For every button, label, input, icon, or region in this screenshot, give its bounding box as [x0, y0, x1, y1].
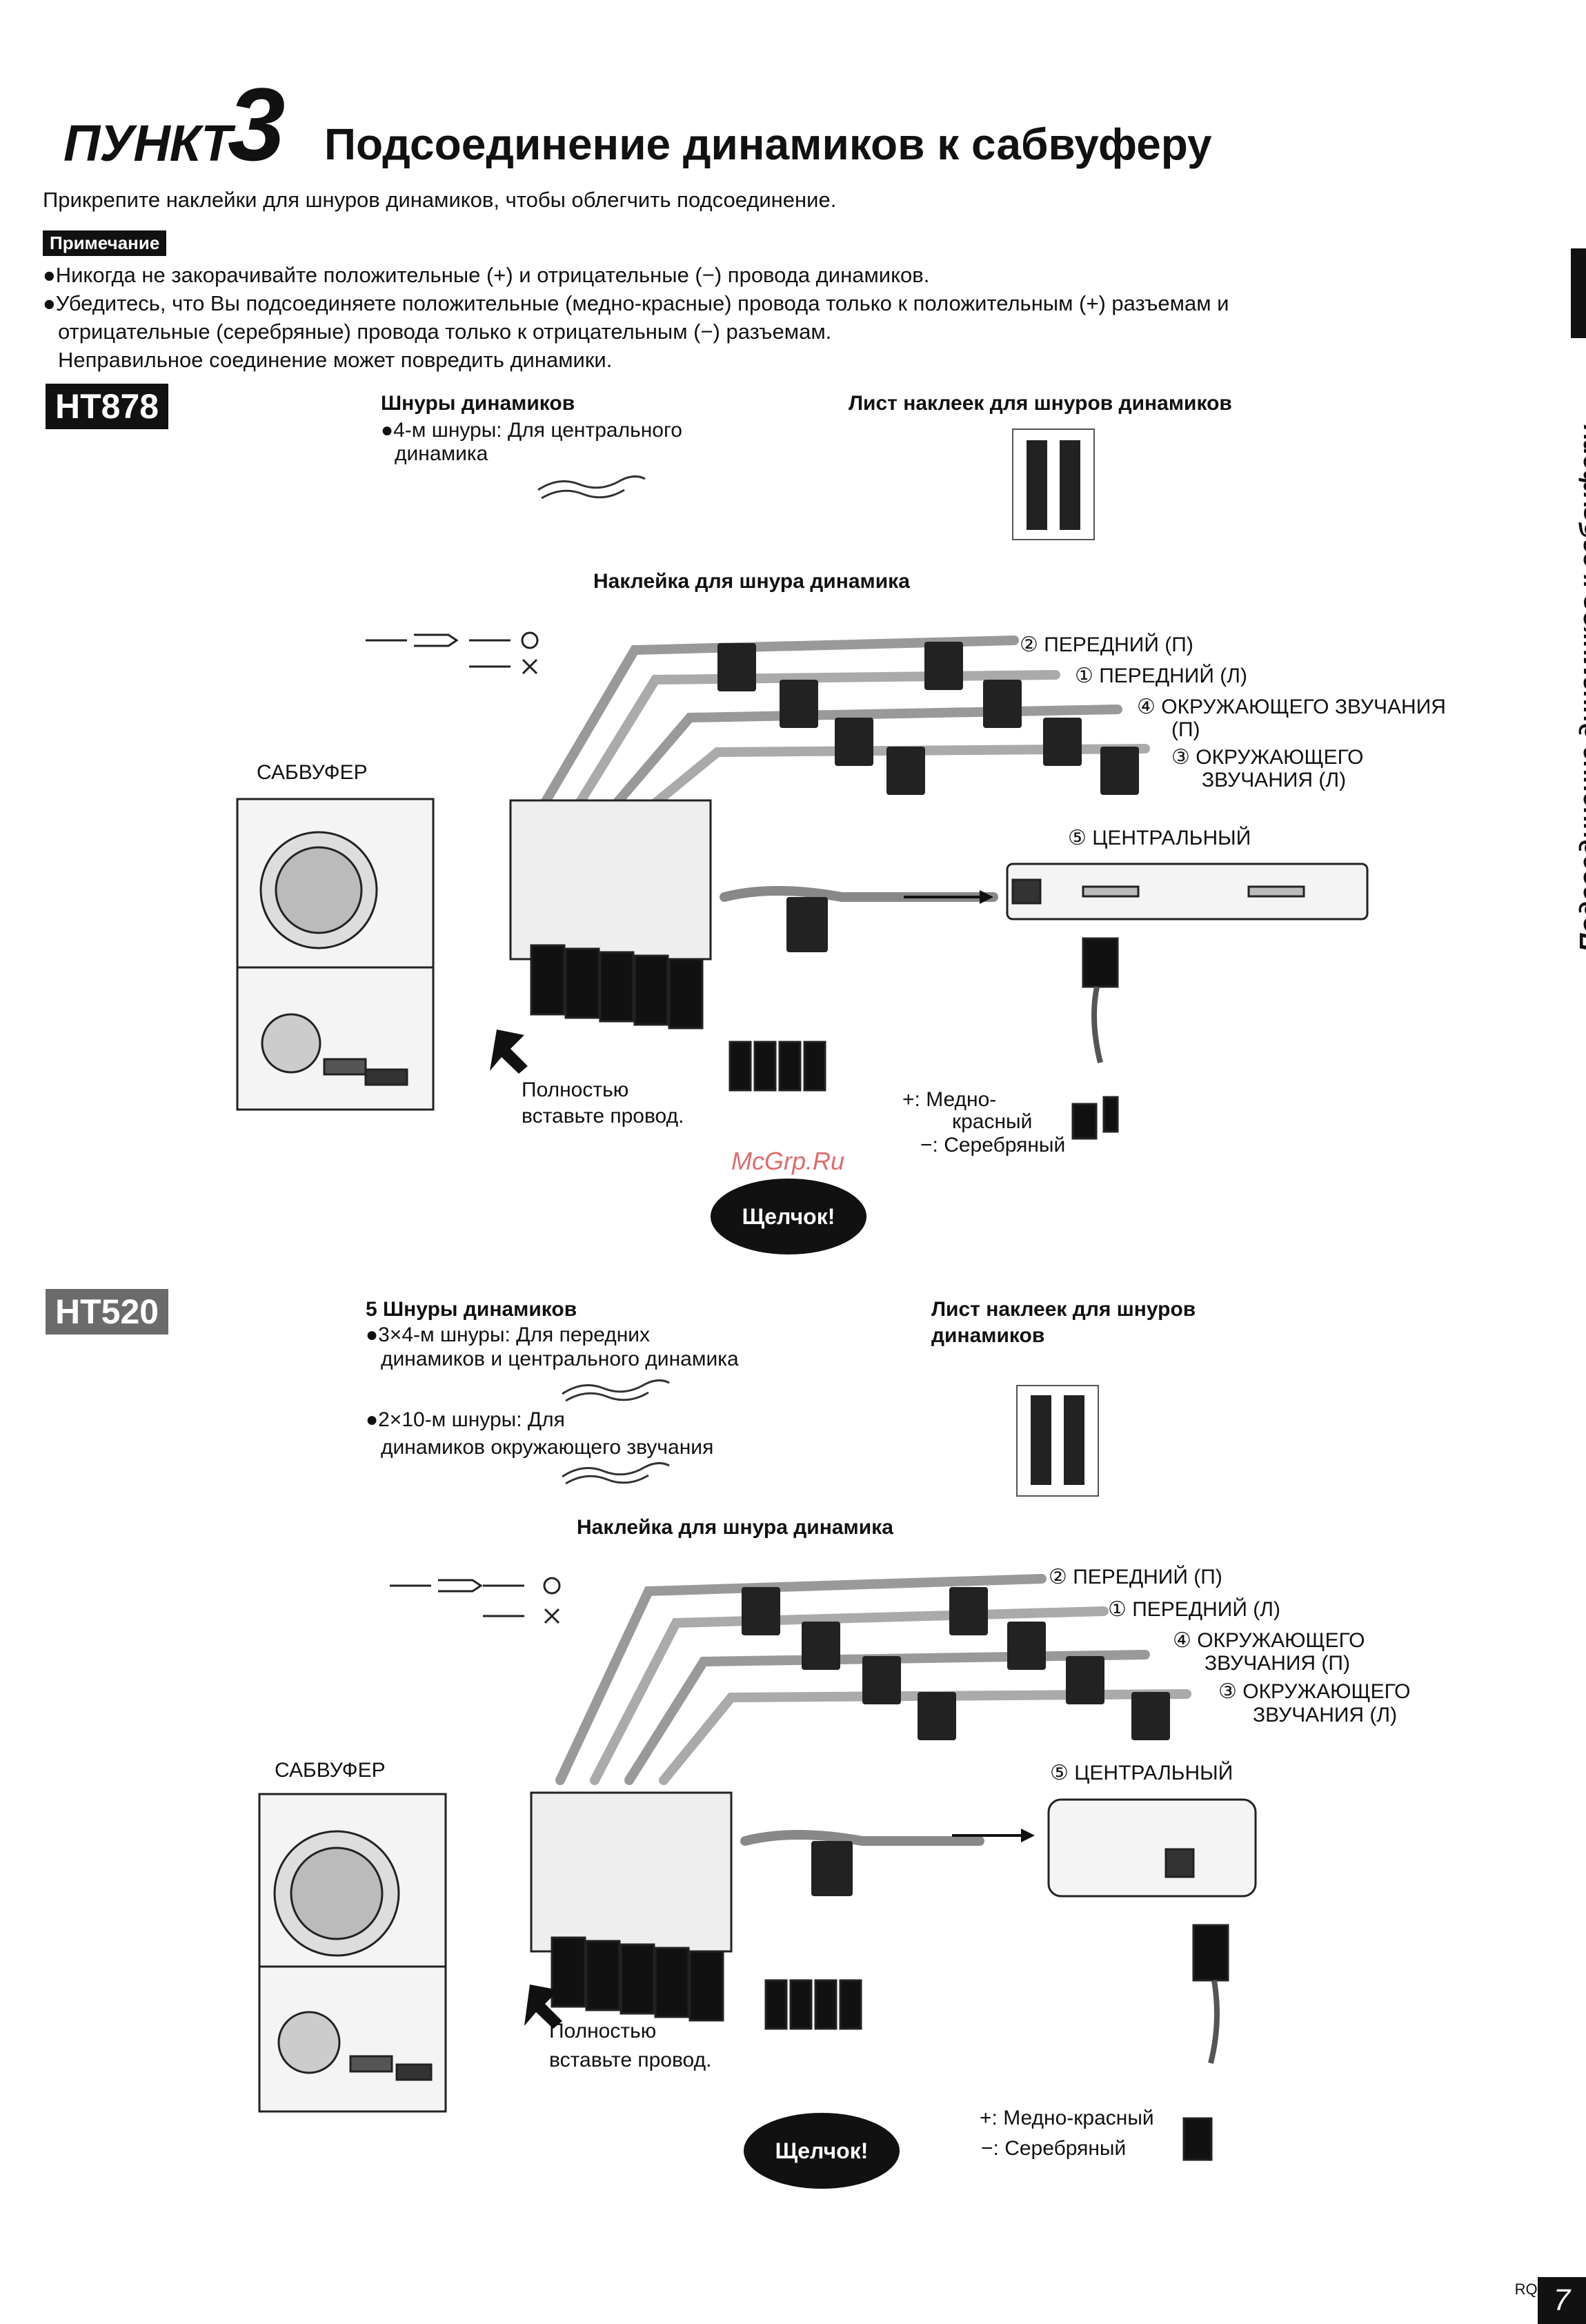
- ht878-channel-4a: ④ ОКРУЖАЮЩЕГО ЗВУЧАНИЯ: [1137, 696, 1446, 718]
- model-badge-ht878: HT878: [46, 384, 169, 429]
- ht520-cords-item-1b: динамиков и центрального динамика: [381, 1348, 739, 1370]
- ht520-insert-closeup: [764, 1979, 862, 2030]
- ht520-cords-title: 5 Шнуры динамиков: [366, 1298, 577, 1321]
- ht520-center-speaker: [1047, 1798, 1257, 1898]
- ht878-sticker-sheet: [1012, 429, 1095, 540]
- ht878-wire-prep: [366, 631, 539, 675]
- ht878-insert-arrow: [490, 890, 993, 1074]
- note-line-3: отрицательные (серебряные) провода тольк…: [58, 319, 832, 344]
- ht520-channel-5: ⑤ ЦЕНТРАЛЬНЫЙ: [1050, 1762, 1233, 1784]
- ht878-sticker-sheet-title: Лист наклеек для шнуров динамиков: [849, 392, 1232, 415]
- ht520-terminal-block: [530, 1791, 733, 2022]
- ht520-cords-item-1a: ●3×4-м шнуры: Для передних: [366, 1323, 651, 1346]
- ht878-terminal-block: [509, 799, 712, 1030]
- ht878-click-bubble: Щелчок!: [711, 1179, 866, 1254]
- ht520-channel-3a: ③ ОКРУЖАЮЩЕГО: [1218, 1680, 1411, 1703]
- page-title: Подсоединение динамиков к сабвуферу: [324, 119, 1212, 169]
- ht520-sticker-label: Наклейка для шнура динамика: [577, 1516, 893, 1539]
- note-line-1: ●Никогда не закорачивайте положительные …: [43, 263, 930, 287]
- ht520-channel-2: ② ПЕРЕДНИЙ (П): [1049, 1566, 1222, 1588]
- model-badge-ht520: HT520: [46, 1289, 169, 1335]
- step-number: 3: [228, 66, 286, 182]
- note-line-2: ●Убедитесь, что Вы подсоединяете положит…: [43, 291, 1229, 315]
- ht878-center-speaker: [1006, 863, 1369, 920]
- ht520-channel-1: ① ПЕРЕДНИЙ (Л): [1108, 1598, 1280, 1621]
- note-text: ●Никогда не закорачивайте положительные …: [43, 261, 1388, 374]
- ht520-subwoofer-label: САБВУФЕР: [275, 1759, 386, 1782]
- ht878-channel-3b: ЗВУЧАНИЯ (Л): [1202, 769, 1347, 791]
- section-tab-marker: [1571, 248, 1586, 338]
- ht878-channel-2: ② ПЕРЕДНИЙ (П): [1020, 633, 1193, 656]
- ht878-subwoofer-label: САБВУФЕР: [257, 761, 368, 784]
- ht520-insert-1: Полностью: [549, 2020, 657, 2042]
- ht520-cords-item-2a: ●2×10-м шнуры: Для: [366, 1408, 565, 1431]
- ht878-cords-item-2: динамика: [395, 442, 488, 465]
- ht520-minus: −: Серебряный: [981, 2137, 1127, 2160]
- note-badge: Примечание: [43, 230, 167, 256]
- ht520-connector-closeup: [1182, 1924, 1229, 2161]
- ht520-cord-illustration: [562, 1379, 670, 1485]
- ht520-insert-arrow: [524, 1829, 1035, 2029]
- ht520-sticker-sheet-title-2: динамиков: [931, 1324, 1045, 1347]
- ht878-cords-item-1: ●4-м шнуры: Для центрального: [381, 419, 682, 442]
- ht520-channel-4b: ЗВУЧАНИЯ (П): [1205, 1652, 1350, 1675]
- ht878-connector-closeup: [1071, 937, 1119, 1140]
- ht878-channel-1: ① ПЕРЕДНИЙ (Л): [1075, 664, 1247, 687]
- ht878-cord-illustration: [537, 475, 646, 500]
- ht878-channel-5: ⑤ ЦЕНТРАЛЬНЫЙ: [1068, 827, 1251, 849]
- ht520-cords-item-2b: динамиков окружающего звучания: [381, 1436, 714, 1459]
- ht520-sticker-sheet-title-1: Лист наклеек для шнуров: [931, 1298, 1196, 1321]
- ht520-plus: +: Медно-красный: [980, 2107, 1154, 2129]
- ht878-insert-closeup: [728, 1041, 826, 1092]
- note-line-4: Неправильное соединение может повредить …: [58, 348, 613, 372]
- ht520-cable-stickers: [742, 1587, 1170, 1896]
- ht878-cables: [533, 636, 1150, 902]
- ht878-insert-1: Полностью: [522, 1079, 629, 1101]
- step-word: ПУНКТ: [63, 115, 232, 172]
- ht520-subwoofer: [258, 1793, 447, 2113]
- ht878-insert-2: вставьте провод.: [522, 1105, 684, 1127]
- ht520-channel-3b: ЗВУЧАНИЯ (Л): [1253, 1704, 1398, 1726]
- ht878-plus-1: +: Медно-: [902, 1088, 997, 1111]
- ht520-insert-2: вставьте провод.: [549, 2049, 712, 2071]
- ht520-sticker-sheet: [1016, 1385, 1099, 1497]
- ht878-plus-2: красный: [952, 1110, 1033, 1133]
- intro-text: Прикрепите наклейки для шнуров динамиков…: [43, 188, 837, 212]
- ht878-minus: −: Серебряный: [920, 1134, 1066, 1156]
- ht878-cable-stickers: [717, 642, 1139, 952]
- ht520-channel-4a: ④ ОКРУЖАЮЩЕГО: [1173, 1629, 1365, 1652]
- ht878-channel-4b: (П): [1171, 718, 1200, 741]
- page-number: 7: [1538, 2277, 1586, 2324]
- ht878-cords-title: Шнуры динамиков: [381, 392, 575, 415]
- ht878-channel-3a: ③ ОКРУЖАЮЩЕГО: [1171, 746, 1364, 769]
- ht878-sticker-label: Наклейка для шнура динамика: [593, 570, 910, 593]
- ht520-click-bubble: Щелчок!: [744, 2113, 900, 2189]
- ht520-wire-prep: [390, 1577, 561, 1624]
- watermark: McGrp.Ru: [731, 1147, 845, 1175]
- ht878-subwoofer: [236, 798, 435, 1111]
